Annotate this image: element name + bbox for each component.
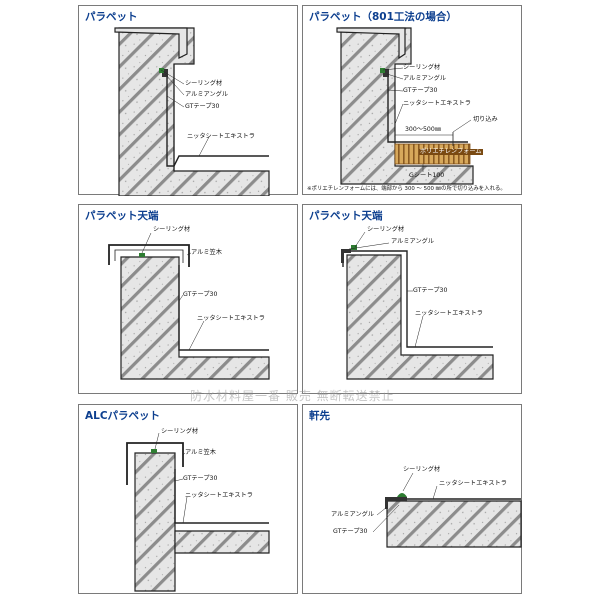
sealant-bead [380,68,385,73]
leader-line [394,103,404,125]
label-nitta-sheet: ニッタシートエキストラ [403,100,471,107]
waterproof-sheet [387,76,468,143]
panel-title: パラペット天端 [85,210,159,222]
label-gt-tape: GTテープ30 [183,475,218,482]
leader-line [387,89,404,92]
panel-parapet-top-angle: パラペット天端 シーリング材 アルミアングル GTテープ30 ニッタシートエキス… [302,204,522,394]
aluminum-angle [385,497,407,501]
panel-title: パラペット天端 [309,210,383,222]
detail-drawing [341,231,494,380]
detail-drawing [108,232,270,380]
leader-line [414,315,424,348]
label-aluminum-angle: アルミアングル [331,511,375,518]
label-aluminum-angle: アルミアングル [185,91,229,98]
leader-line [174,478,184,482]
concrete-section [346,254,494,380]
leader-line [372,504,400,533]
leader-line [160,69,185,85]
leader-line [376,506,388,516]
panel-alc-parapet: ALCパラペット シーリング材 アルミ笠木 GTテープ30 ニッタシートエキスト… [78,404,298,594]
label-nitta-sheet: ニッタシートエキストラ [197,315,265,322]
leader-line [348,242,390,250]
label-sealing: シーリング材 [161,428,199,435]
detail-drawing [114,27,270,196]
sealant-bead [151,449,157,453]
waterproof-sheet [166,76,269,167]
concrete-section [340,27,474,185]
kasagi-inner [114,249,184,263]
watermark: 防水材料屋一番 販売 無断転送禁止 [190,389,395,403]
coping-cap [114,27,188,59]
label-dimension: 300～500㎜ [405,126,441,133]
label-gt-tape: GTテープ30 [403,87,438,94]
label-gt-tape: GTテープ30 [413,287,448,294]
panel-parapet: パラペット シーリング材 アルミアングル GTテープ30 ニッタシートエキストラ [78,5,298,196]
panel-parapet-top-kasagi: パラペット天端 シーリング材 アルミ笠木 GTテープ30 ニッタシートエキストラ [78,204,298,394]
aluminum-angle [341,249,351,253]
note-foam-cut: ※ポリエチレンフォームには、端部から 300 ～ 500 ㎜の所で切り込みを入れ… [307,186,506,192]
label-sealing: シーリング材 [403,64,441,71]
leader-line [164,73,185,96]
sealant-bead [397,493,407,497]
label-aluminum-kasagi: アルミ笠木 [191,249,222,256]
label-foam: ポリエチレンフォーム [419,148,483,156]
aluminum-kasagi [108,244,190,267]
label-cut: 切り込み [473,116,498,123]
leader-line [432,485,438,500]
label-nitta-sheet: ニッタシートエキストラ [185,492,253,499]
detail-drawing [126,432,270,592]
aluminum-angle [383,69,389,77]
panel-parapet-801: パラペット（801工法の場合） シーリング材 アルミアングル GTテープ30 ニ… [302,5,522,195]
aluminum-angle-leg [385,497,388,509]
label-gt-tape: GTテープ30 [185,103,220,110]
panel-title: パラペット [85,11,138,23]
detail-drawing [372,472,522,548]
leader-line [382,67,404,71]
leader-line [402,472,414,492]
label-sealing: シーリング材 [185,80,223,87]
label-nitta-sheet: ニッタシートエキストラ [415,310,483,317]
leader-line [186,252,192,256]
concrete-section [118,27,270,196]
concrete-section [120,256,270,380]
label-gt-tape: GTテープ30 [333,528,368,535]
leader-line [141,232,152,254]
label-aluminum-kasagi: アルミ笠木 [185,449,216,456]
leader-line [182,452,186,456]
leader-line [182,496,188,524]
coping-cap [336,27,406,60]
leader-line [166,95,185,108]
label-nitta-sheet: ニッタシートエキストラ [439,480,507,487]
concrete-slab [386,500,522,548]
panel-eaves: 軒先 シーリング材 ニッタシートエキストラ アルミアングル GTテープ30 [302,404,522,594]
label-aluminum-angle: アルミアングル [403,75,447,82]
leader-line [154,432,160,450]
panel-title: ALCパラペット [85,410,161,422]
concrete-slab [174,530,270,554]
label-sealing: シーリング材 [367,226,405,233]
leader-line [178,294,184,302]
panel-title: 軒先 [309,410,330,422]
sealant-bead [139,253,145,257]
label-nitta-sheet: ニッタシートエキストラ [187,133,255,140]
label-sealing: シーリング材 [403,466,441,473]
label-sealing: シーリング材 [153,226,191,233]
label-g-sheet: Gシート100 [409,172,445,179]
panel-title: パラペット（801工法の場合） [309,11,457,23]
aluminum-angle-leg [341,249,344,263]
alc-panel [134,452,176,592]
waterproof-sheet [178,265,269,351]
leader-line [188,320,205,351]
leader-line [452,119,472,133]
aluminum-angle [162,69,168,77]
waterproof-sheet [174,469,269,524]
leader-line [386,73,404,80]
leader-line [198,136,210,157]
leader-line [354,231,366,248]
label-gt-tape: GTテープ30 [183,291,218,298]
sealant-bead [351,245,357,250]
label-aluminum-angle: アルミアングル [391,238,435,245]
